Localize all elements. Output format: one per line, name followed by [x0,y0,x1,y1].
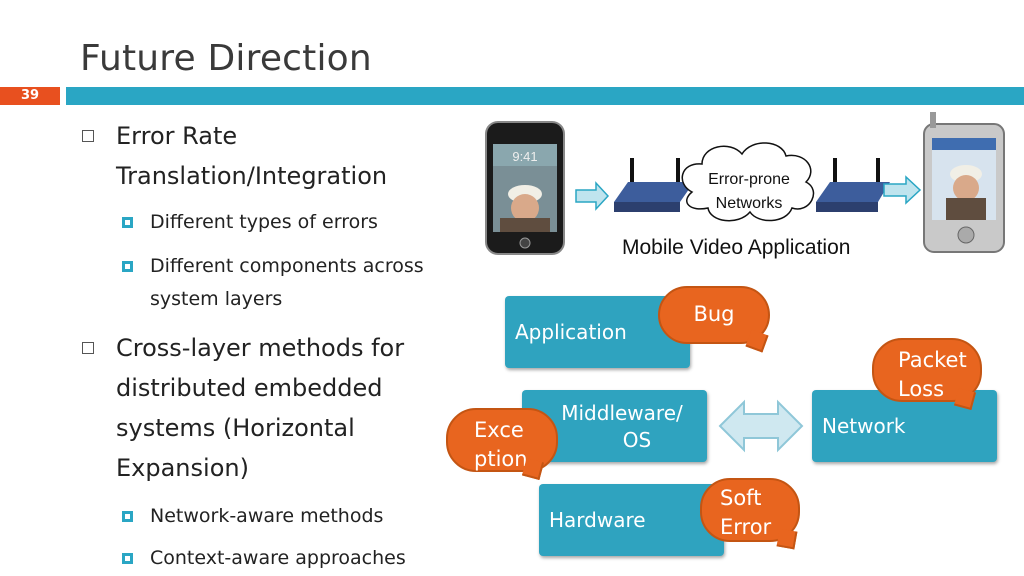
cloud-icon [681,142,815,222]
callout-text: Packet [898,348,967,372]
callout-tail [776,528,798,550]
double-arrow-icon [718,399,804,453]
bullet-text: systems (Horizontal [116,414,355,442]
callout-tail [521,457,545,481]
sub-bullet-text: Different components across [150,255,424,277]
application-box: Application [505,296,690,368]
smartphone-icon [485,121,565,255]
box-label: Application [515,320,627,344]
hollow-square-bullet-icon [82,130,94,142]
sub-bullet-text: Network-aware methods [150,505,384,527]
bullet-text: Error Rate [116,122,238,150]
callout-text: Error [720,515,772,539]
box-label-line: Middleware/ [561,401,683,425]
sub-bullet: Different components across system layer… [122,250,424,316]
arrow-right-icon [575,181,610,211]
bullet-text: Cross-layer methods for [116,334,405,362]
hardware-box: Hardware [539,484,724,556]
arrow-right-icon [883,175,922,205]
callout-exception: Exce ption [446,408,558,481]
callout-packet-loss: Packet Loss [872,338,982,411]
wireless-router-icon [614,158,694,212]
phone-clock: 9:41 [512,149,537,164]
sub-bullet-text: Different types of errors [150,211,378,233]
slide-number: 39 [0,87,60,105]
callout-tail [745,329,769,353]
cloud-label-line: Networks [715,195,783,212]
bullet-text: distributed embedded [116,374,383,402]
callout-text: Loss [898,377,945,401]
cloud-label: Error-prone Networks [683,168,815,216]
box-label: Middleware/ OS [547,400,697,454]
bullet-text: Translation/Integration [116,162,388,190]
sub-bullet: Different types of errors [122,206,378,239]
callout-bug: Bug [658,286,770,353]
diagram-caption: Mobile Video Application [622,236,851,259]
pda-icon [923,112,1005,253]
hollow-square-bullet-icon [82,342,94,354]
sub-bullet: Network-aware methods [122,500,383,533]
callout-text: Exce [474,418,524,442]
box-label: Hardware [549,508,646,532]
sub-bullet-text: system layers [150,288,283,310]
title-rule [66,87,1024,105]
cloud-label-line: Error-prone [708,171,790,188]
slide-title: Future Direction [80,38,372,79]
callout-text: Bug [693,302,735,326]
callout-soft-error: Soft Error [700,478,800,550]
bullet-text: Expansion) [116,454,249,482]
box-label: Network [822,414,906,438]
square-bullet-icon [122,553,133,564]
square-bullet-icon [122,217,133,228]
bullet-cross-layer: Cross-layer methods for distributed embe… [82,328,404,488]
square-bullet-icon [122,511,133,522]
bullet-error-rate: Error Rate Translation/Integration [82,116,387,196]
sub-bullet-text: Context-aware approaches [150,547,406,569]
sub-bullet: Context-aware approaches [122,542,406,575]
callout-text: ption [474,447,528,471]
square-bullet-icon [122,261,133,272]
callout-text: Soft [720,486,762,510]
box-label-line: OS [622,428,652,452]
mobile-video-diagram: 9:41 [485,112,1005,255]
wireless-router-icon [816,158,890,212]
